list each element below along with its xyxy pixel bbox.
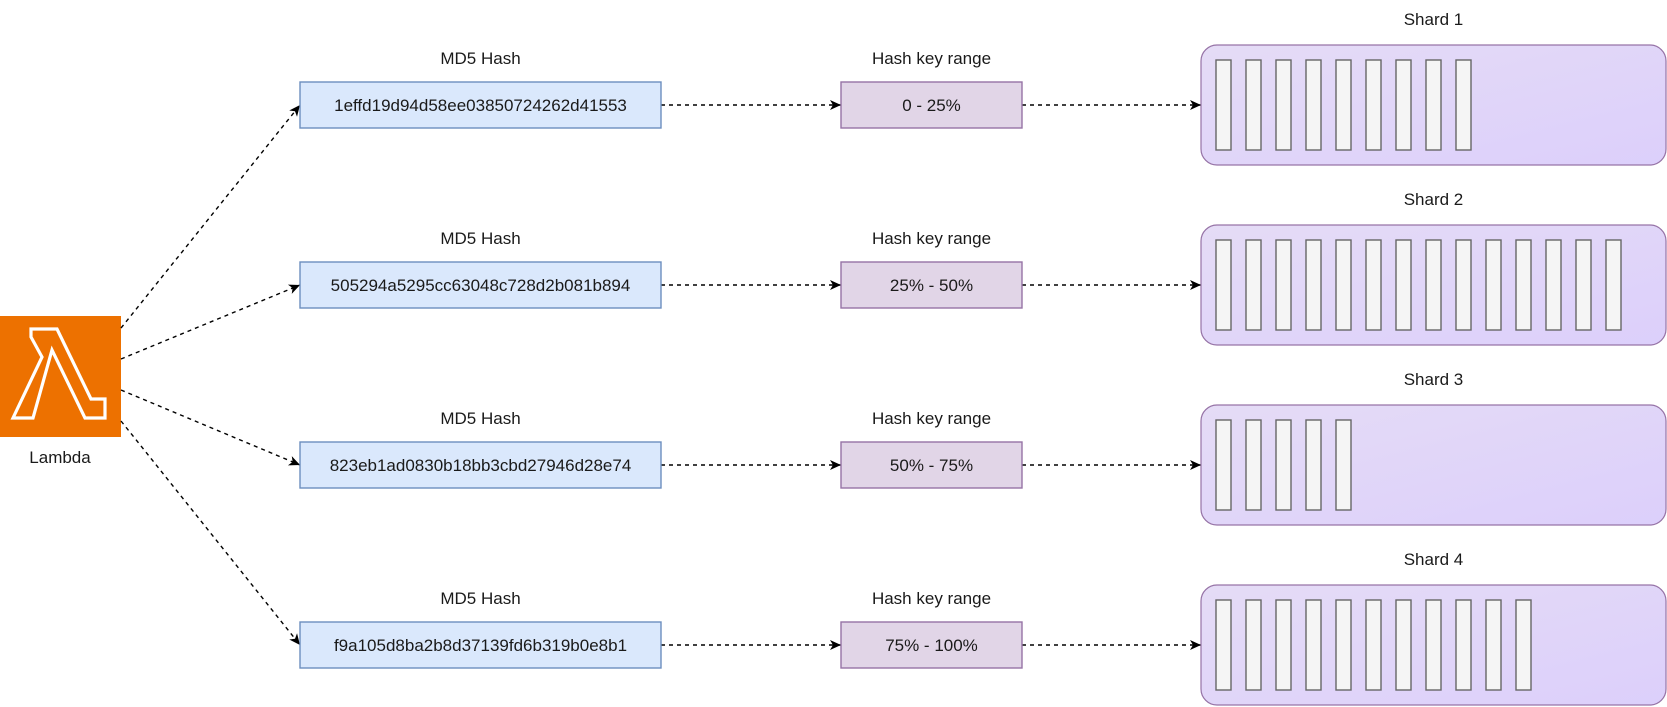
shard-record [1305, 239, 1322, 331]
lambda-to-hash-arrow [120, 389, 301, 466]
shard-record [1455, 239, 1472, 331]
hash-key-range-value: 50% - 75% [890, 456, 973, 475]
shard-record [1545, 239, 1562, 331]
shard-record [1305, 599, 1322, 691]
shard-title: Shard 4 [1404, 550, 1464, 569]
shard-record [1305, 59, 1322, 151]
shard-record [1275, 599, 1292, 691]
hash-key-range-value: 0 - 25% [902, 96, 961, 115]
shard-record [1335, 239, 1352, 331]
lambda-to-hash-arrow [120, 104, 301, 329]
shard-record [1485, 599, 1502, 691]
md5-hash-value: 823eb1ad0830b18bb3cbd27946d28e74 [330, 456, 632, 475]
shard-title: Shard 1 [1404, 10, 1464, 29]
md5-hash-value: 505294a5295cc63048c728d2b081b894 [331, 276, 631, 295]
shard-record [1215, 239, 1232, 331]
shard-record [1425, 59, 1442, 151]
shard-container[interactable] [1200, 404, 1667, 526]
row-4: MD5 Hash Hash key range Shard 4 f9a105d8ba2… [299, 550, 1667, 706]
shard-record [1365, 599, 1382, 691]
shard-record [1485, 239, 1502, 331]
shard-record [1455, 599, 1472, 691]
shard-record [1395, 599, 1412, 691]
row-1: MD5 Hash Hash key range Shard 1 1effd19d94d… [299, 10, 1667, 166]
shard-record [1605, 239, 1622, 331]
shard-record [1365, 239, 1382, 331]
shard-record [1215, 419, 1232, 511]
shard-title: Shard 3 [1404, 370, 1464, 389]
md5-hash-value: 1effd19d94d58ee03850724262d41553 [334, 96, 627, 115]
hash-key-range-box[interactable]: 0 - 25% [840, 81, 1023, 129]
shard-container[interactable] [1200, 584, 1667, 706]
connectors [120, 100, 1201, 650]
shard-record [1245, 419, 1262, 511]
lambda-label: Lambda [29, 448, 91, 467]
row-2: MD5 Hash Hash key range Shard 2 505294a5295… [299, 190, 1667, 346]
shard-record [1305, 419, 1322, 511]
row-3: MD5 Hash Hash key range Shard 3 823eb1ad083… [299, 370, 1667, 526]
hash-key-range-title: Hash key range [872, 589, 991, 608]
shard-record [1425, 239, 1442, 331]
shard-record [1365, 59, 1382, 151]
shard-record [1395, 239, 1412, 331]
shard-record [1335, 59, 1352, 151]
hash-key-range-title: Hash key range [872, 49, 991, 68]
shard-record [1425, 599, 1442, 691]
lambda-to-hash-arrow [120, 284, 301, 360]
shard-record [1215, 599, 1232, 691]
lambda-to-hash-arrow [120, 420, 301, 646]
shard-record [1275, 59, 1292, 151]
shard-record [1245, 239, 1262, 331]
lambda-symbol-icon [10, 327, 107, 420]
hash-key-range-box[interactable]: 25% - 50% [840, 261, 1023, 309]
md5-hash-title: MD5 Hash [440, 409, 520, 428]
md5-hash-box[interactable]: f9a105d8ba2b8d37139fd6b319b0e8b1 [299, 621, 662, 669]
md5-hash-box[interactable]: 823eb1ad0830b18bb3cbd27946d28e74 [299, 441, 662, 489]
shard-record [1245, 59, 1262, 151]
md5-hash-box[interactable]: 505294a5295cc63048c728d2b081b894 [299, 261, 662, 309]
shard-record [1515, 599, 1532, 691]
hash-key-range-box[interactable]: 50% - 75% [840, 441, 1023, 489]
hash-key-range-box[interactable]: 75% - 100% [840, 621, 1023, 669]
shard-record [1215, 59, 1232, 151]
md5-hash-title: MD5 Hash [440, 589, 520, 608]
shard-record [1275, 419, 1292, 511]
md5-hash-title: MD5 Hash [440, 49, 520, 68]
shard-record [1515, 239, 1532, 331]
shard-container[interactable] [1200, 44, 1667, 166]
shard-record [1455, 59, 1472, 151]
md5-hash-value: f9a105d8ba2b8d37139fd6b319b0e8b1 [334, 636, 627, 655]
shard-record [1575, 239, 1592, 331]
shard-title: Shard 2 [1404, 190, 1464, 209]
lambda-node[interactable]: Lambda [0, 316, 121, 467]
shard-record [1335, 599, 1352, 691]
md5-hash-title: MD5 Hash [440, 229, 520, 248]
hash-key-range-value: 25% - 50% [890, 276, 973, 295]
hash-key-range-value: 75% - 100% [885, 636, 978, 655]
shard-record [1245, 599, 1262, 691]
shard-record [1335, 419, 1352, 511]
shard-record [1275, 239, 1292, 331]
shard-container[interactable] [1200, 224, 1667, 346]
hash-key-range-title: Hash key range [872, 229, 991, 248]
shard-record [1395, 59, 1412, 151]
md5-hash-box[interactable]: 1effd19d94d58ee03850724262d41553 [299, 81, 662, 129]
hash-key-range-title: Hash key range [872, 409, 991, 428]
